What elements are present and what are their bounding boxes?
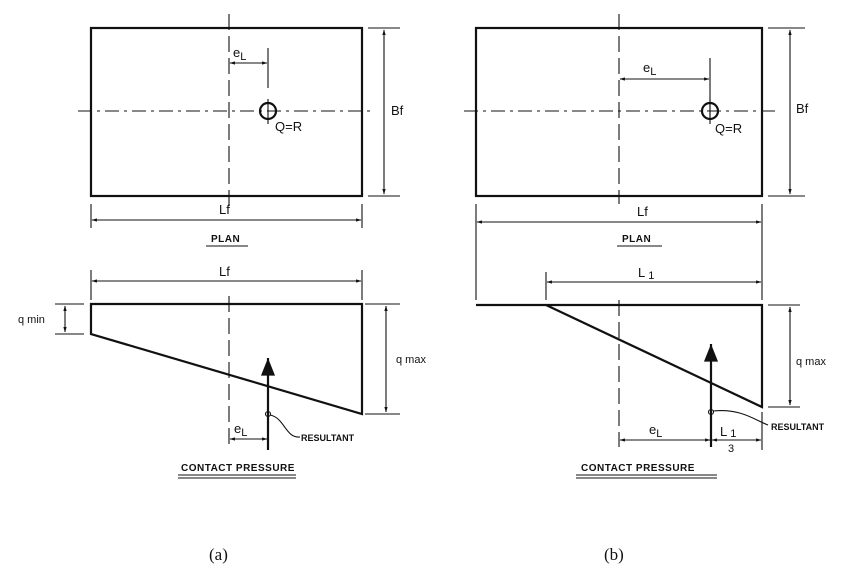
svg-text:eL: eL xyxy=(649,422,662,440)
pressure-title: CONTACT PRESSURE xyxy=(181,463,295,474)
resultant-leader xyxy=(712,409,769,426)
resultant-label: RESULTANT xyxy=(771,422,825,432)
pressure-eccentricity-subscript: L xyxy=(656,428,662,440)
pressure-title: CONTACT PRESSURE xyxy=(581,463,695,474)
qmin-label: q min xyxy=(18,314,45,326)
qmax-label: q max xyxy=(796,356,826,368)
plan-b: eL Q=R Bf Lf PLAN xyxy=(464,14,809,300)
resultant-label: RESULTANT xyxy=(301,433,355,443)
pressure-eccentricity-label: e xyxy=(234,421,241,436)
length-label: Lf xyxy=(219,202,230,217)
plan-title: PLAN xyxy=(622,234,651,245)
load-label: Q=R xyxy=(715,121,742,136)
length-label: Lf xyxy=(637,204,648,219)
caption-a: (a) xyxy=(209,545,228,564)
resultant-leader xyxy=(269,414,301,438)
svg-text:L1: L1 xyxy=(720,424,736,440)
pressure-a: Lf q min q max RESULTANT eL CONTACT PRES… xyxy=(18,264,426,479)
resultant-point xyxy=(707,408,715,416)
width-label: Bf xyxy=(796,101,809,116)
eccentricity-label: e xyxy=(643,60,650,75)
svg-text:eL: eL xyxy=(233,45,246,63)
plan-a: eL Q=R Bf Lf PLAN xyxy=(78,14,404,247)
eccentricity-subscript: L xyxy=(240,51,246,63)
eccentricity-subscript: L xyxy=(650,66,656,78)
pressure-eccentricity-label: e xyxy=(649,422,656,437)
svg-text:eL: eL xyxy=(234,421,247,439)
pressure-length-label: Lf xyxy=(219,264,230,279)
load-label: Q=R xyxy=(275,119,302,134)
contact-length-label: L xyxy=(638,265,645,280)
eccentricity-label: e xyxy=(233,45,240,60)
contact-length-subscript: 1 xyxy=(648,270,654,282)
panel-a: eL Q=R Bf Lf PLAN Lf xyxy=(18,14,426,564)
svg-text:L1: L1 xyxy=(638,265,654,282)
plan-title: PLAN xyxy=(211,234,240,245)
caption-b: (b) xyxy=(604,545,624,564)
third-label-numerator: L xyxy=(720,424,727,439)
pressure-eccentricity-subscript: L xyxy=(241,427,247,439)
third-label-numerator-subscript: 1 xyxy=(730,428,736,440)
third-label-denominator: 3 xyxy=(728,443,734,455)
pressure-triangle xyxy=(545,303,764,409)
svg-text:eL: eL xyxy=(643,60,656,78)
width-label: Bf xyxy=(391,103,404,118)
footing-outline xyxy=(89,26,364,198)
qmax-label: q max xyxy=(396,354,426,366)
resultant-point xyxy=(264,410,272,418)
pressure-trapezoid xyxy=(89,302,364,416)
